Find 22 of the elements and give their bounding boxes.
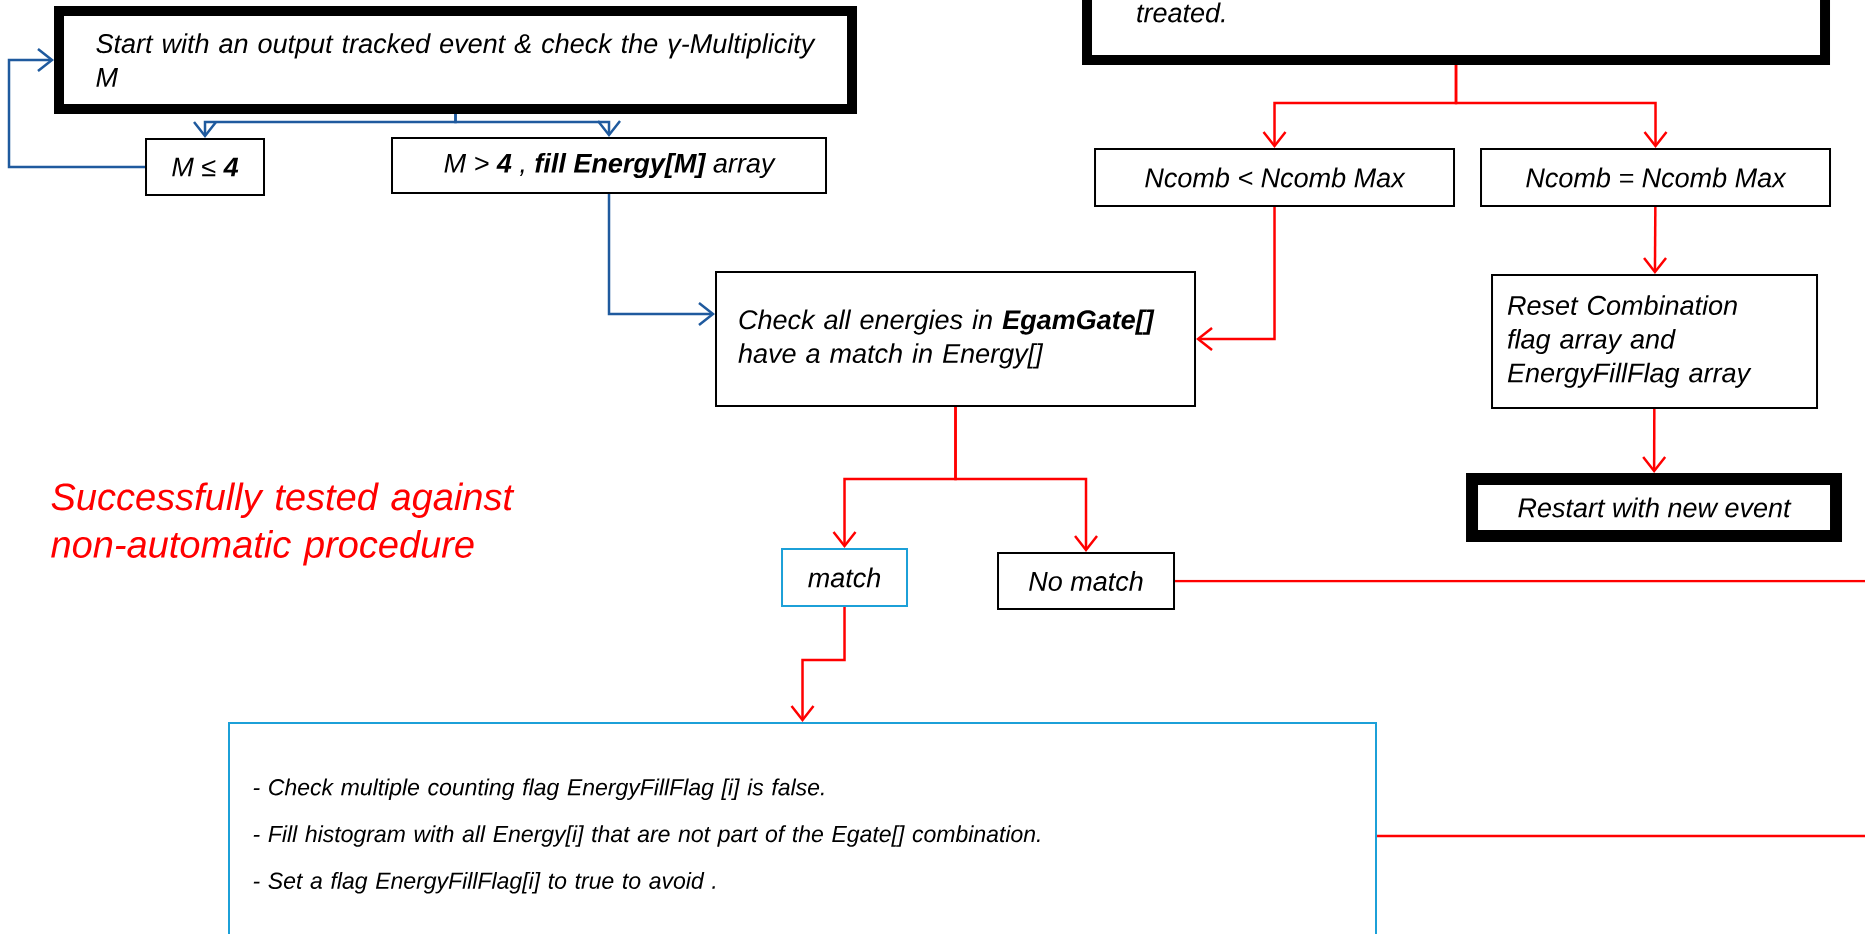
condition-box: Ncomb = Ncomb Max <box>1480 148 1831 207</box>
arrow <box>454 114 621 137</box>
arrow <box>1643 207 1667 274</box>
arrow <box>1454 65 1668 148</box>
steps-box: - Check multiple counting flag EnergyFillFlag [i] is false. - Fill histogram with all Energy[i] that are not part of the Egate[] combination. - Set a flag EnergyFillFlag[i] to true to avoid . <box>228 722 1377 934</box>
result-box: No match <box>997 552 1175 610</box>
arrow <box>1642 409 1667 473</box>
end-box: Restart with new event <box>1466 473 1842 542</box>
process-box: Reset Combination flag array and EnergyFillFlag array <box>1491 274 1818 409</box>
start-box: Start with an output tracked event & check the γ-Multiplicity M <box>54 6 857 114</box>
arrow <box>607 194 715 326</box>
result-box: match <box>781 548 908 607</box>
condition-box: M ≤ 4 <box>145 138 265 196</box>
arrow <box>7 48 145 169</box>
note-text: Successfully tested against non-automatic procedure <box>51 482 515 566</box>
arrow <box>1196 207 1276 351</box>
condition-box: Ncomb < Ncomb Max <box>1094 148 1455 207</box>
arrow <box>790 607 846 722</box>
process-box: Check all energies in EgamGate[] have a match in Energy[] <box>715 271 1196 407</box>
process-box: treated. <box>1082 0 1830 65</box>
arrow <box>954 407 1098 552</box>
condition-box: M > 4 , fill Energy[M] array <box>391 137 827 194</box>
